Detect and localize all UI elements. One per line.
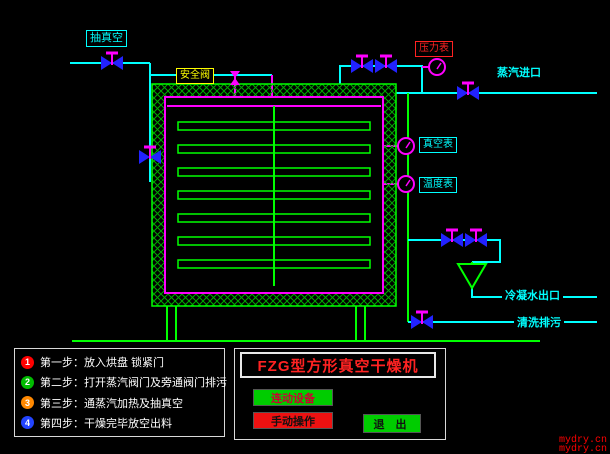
steam-trap-icon [456,263,488,290]
tray-shelves [177,121,371,269]
vacuum-valve-icon [99,51,125,72]
tray-shelf [177,190,371,200]
tray-shelf [177,144,371,154]
step-number-badge: 1 [21,355,34,369]
vacuum-gauge-icon [397,137,415,155]
step-text: 第四步：干燥完毕放空出料 [40,417,172,430]
step-text: 第三步：通蒸汽加热及抽真空 [40,397,183,410]
list-item: 2 第二步：打开蒸汽阀门及旁通阀门排污 [21,374,227,390]
list-item: 4 第四步：干燥完毕放空出料 [21,415,218,431]
steam-inlet-label: 蒸汽进口 [494,66,544,81]
tray-shelf [177,259,371,269]
drain-label: 清洗排污 [514,316,564,331]
leg-lines [166,306,366,341]
condensate-valve-b-icon [463,228,489,249]
list-item: 3 第三步：通蒸汽加热及抽真空 [21,395,218,411]
watermark: mydry.cn mydry.cn [559,436,607,454]
vacuum-gauge-label: 真空表 [419,137,457,153]
tray-shelf [177,213,371,223]
safety-valve-label: 安全阀 [176,68,214,84]
pressure-gauge-label: 压力表 [415,41,453,57]
steam-inlet-valve-icon [455,81,481,102]
tray-shelf [177,121,371,131]
control-panel: FZG型方形真空干燥机 连动设备 手动操作 退 出 [234,348,446,440]
steam-valve-a-icon [349,54,375,75]
vessel-legs [72,306,540,342]
step-number-badge: 2 [21,375,34,389]
exit-button[interactable]: 退 出 [363,414,421,433]
safety-valve-icon [230,71,240,85]
step-number-badge: 4 [21,416,34,430]
vacuum-line-label: 抽真空 [86,30,127,47]
auto-run-button[interactable]: 连动设备 [253,389,333,406]
steam-valve-b-icon [373,54,399,75]
watermark-line: mydry.cn [558,435,607,446]
machine-title: FZG型方形真空干燥机 [240,352,436,378]
temperature-gauge-icon [397,175,415,193]
step-text: 第一步：放入烘盘 锁紧门 [40,357,165,370]
tray-shelf [177,236,371,246]
watermark-line: mydry.cn [558,444,607,454]
step-text: 第二步：打开蒸汽阀门及旁通阀门排污 [40,377,227,390]
pressure-gauge-icon [428,58,446,76]
temperature-gauge-label: 温度表 [419,177,457,193]
step-number-badge: 3 [21,396,34,410]
drain-valve-icon [409,310,435,331]
condensate-outlet-label: 冷凝水出口 [502,289,563,304]
manual-operation-button[interactable]: 手动操作 [253,412,333,429]
tray-shelf [177,167,371,177]
condensate-valve-a-icon [439,228,465,249]
vacuum-dryer-vessel [151,83,397,307]
list-item: 1 第一步：放入烘盘 锁紧门 [21,354,218,370]
operating-steps-panel: 1 第一步：放入烘盘 锁紧门 2 第二步：打开蒸汽阀门及旁通阀门排污 3 第三步… [14,348,227,437]
